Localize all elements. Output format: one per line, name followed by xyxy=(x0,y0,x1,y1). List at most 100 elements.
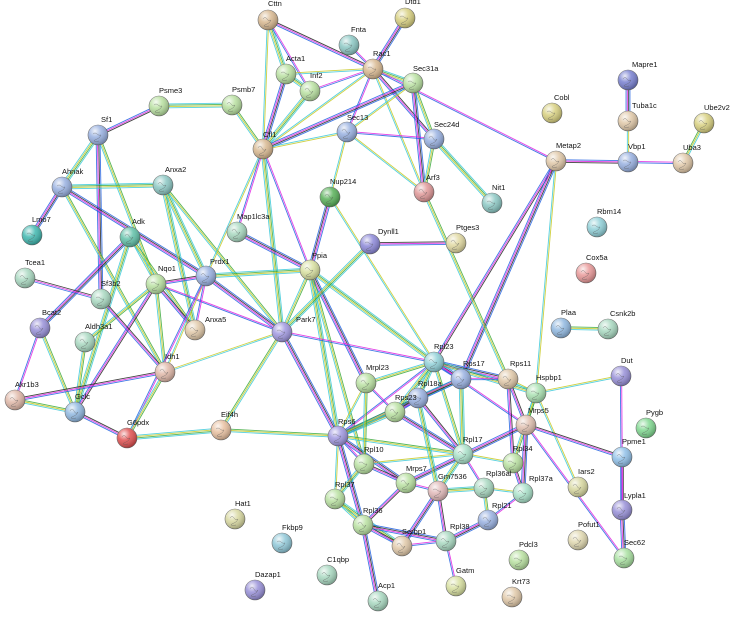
node-dazap1[interactable]: Dazap1 xyxy=(244,570,281,601)
node-c1qbp[interactable]: C1qbp xyxy=(316,555,349,586)
node-iars2-label: Iars2 xyxy=(578,467,595,476)
node-rps11[interactable]: Rps11 xyxy=(497,359,531,390)
node-ube2v2[interactable]: Ube2v2 xyxy=(693,103,730,134)
node-rbm14[interactable]: Rbm14 xyxy=(586,207,621,238)
node-dtd1[interactable]: Dtd1 xyxy=(394,0,421,29)
node-rpl36al[interactable]: Rpl36al xyxy=(473,469,512,499)
node-plaa-label: Plaa xyxy=(561,308,577,317)
node-cfl1[interactable]: Cfl1 xyxy=(252,130,276,160)
node-rpl38[interactable]: Rpl38 xyxy=(435,522,470,552)
node-lypla1[interactable]: Lypla1 xyxy=(611,491,646,521)
node-dynll1[interactable]: Dynll1 xyxy=(359,227,399,255)
node-sec31a[interactable]: Sec31a xyxy=(402,64,439,94)
node-ppia[interactable]: Ppia xyxy=(299,251,328,281)
node-iars2[interactable]: Iars2 xyxy=(567,467,595,498)
node-rpl17[interactable]: Rpl17 xyxy=(452,435,483,465)
node-rps17[interactable]: Rps17 xyxy=(450,359,485,390)
node-mrpl23[interactable]: Mrpl23 xyxy=(355,363,389,394)
node-fkbp9[interactable]: Fkbp9 xyxy=(271,523,303,554)
node-rps23[interactable]: Rps23 xyxy=(384,393,417,423)
node-mrps7[interactable]: Mrps7 xyxy=(395,464,427,494)
node-pofut1[interactable]: Pofut1 xyxy=(567,520,600,551)
node-sf3b2-label: Sf3b2 xyxy=(101,279,121,288)
node-acp1[interactable]: Acp1 xyxy=(367,581,395,612)
edge-prdx1-park7 xyxy=(204,274,284,334)
node-prdx1[interactable]: Prdx1 xyxy=(195,257,230,287)
node-uba3[interactable]: Uba3 xyxy=(672,143,701,174)
node-rpl37a-structure-icon xyxy=(517,490,527,500)
node-serbp1[interactable]: Serbp1 xyxy=(391,527,426,557)
node-park7[interactable]: Park7 xyxy=(271,315,316,343)
node-mapre1[interactable]: Mapre1 xyxy=(617,60,657,91)
node-rpl10[interactable]: Rpl10 xyxy=(353,445,384,475)
node-plaa[interactable]: Plaa xyxy=(550,308,577,339)
node-dut[interactable]: Dut xyxy=(610,356,634,387)
node-tcea1[interactable]: Tcea1 xyxy=(14,258,45,289)
node-akr1b3[interactable]: Akr1b3 xyxy=(4,380,39,411)
node-adk[interactable]: Adk xyxy=(119,217,145,248)
node-tuba1c[interactable]: Tuba1c xyxy=(617,101,657,132)
node-g6pdx[interactable]: G6pdx xyxy=(116,418,149,449)
node-ptges3[interactable]: Ptges3 xyxy=(445,223,479,254)
node-cobl[interactable]: Cobl xyxy=(541,93,570,124)
node-hat1[interactable]: Hat1 xyxy=(224,499,251,530)
node-arf3[interactable]: Arf3 xyxy=(413,173,440,203)
node-pygb[interactable]: Pygb xyxy=(635,408,663,439)
node-inf2[interactable]: Inf2 xyxy=(299,71,323,102)
node-rpl36[interactable]: Rpl36 xyxy=(352,506,383,536)
node-gclc[interactable]: Gclc xyxy=(64,392,90,423)
node-sec62[interactable]: Sec62 xyxy=(613,538,645,569)
node-csnk2b-label: Csnk2b xyxy=(610,309,635,318)
node-cox5a[interactable]: Cox5a xyxy=(575,253,609,284)
node-nup214[interactable]: Nup214 xyxy=(319,177,356,208)
edge-metap2-rpl23 xyxy=(432,160,558,363)
node-ppme1[interactable]: Ppme1 xyxy=(611,437,646,468)
node-tuba1c-label: Tuba1c xyxy=(632,101,657,110)
node-rac1[interactable]: Rac1 xyxy=(362,49,391,80)
node-rpl37[interactable]: Rpl37 xyxy=(324,480,355,510)
node-csnk2b[interactable]: Csnk2b xyxy=(597,309,635,340)
node-krt73[interactable]: Krt73 xyxy=(501,577,530,608)
node-rpl18a-label: Rpl18a xyxy=(418,379,443,388)
node-sec24d[interactable]: Sec24d xyxy=(423,120,459,150)
node-gm7536[interactable]: Gm7536 xyxy=(427,472,467,502)
node-nit1[interactable]: Nit1 xyxy=(481,183,505,214)
node-fnta[interactable]: Fnta xyxy=(338,25,367,56)
node-pdcl3[interactable]: Pdcl3 xyxy=(508,540,538,571)
node-cttn[interactable]: Cttn xyxy=(257,0,282,31)
edge-ppia-rpl10 xyxy=(308,269,366,465)
node-rpl34[interactable]: Rpl34 xyxy=(502,444,533,474)
node-sec31a-structure-icon xyxy=(407,80,417,90)
node-hspbp1[interactable]: Hspbp1 xyxy=(525,373,562,404)
node-metap2-structure-icon xyxy=(550,158,560,168)
node-eif4h[interactable]: Eif4h xyxy=(210,410,238,441)
node-iars2-structure-icon xyxy=(572,483,582,494)
node-lmo7[interactable]: Lmo7 xyxy=(21,215,51,246)
node-psme3[interactable]: Psme3 xyxy=(148,86,182,117)
node-map1lc3a[interactable]: Map1lc3a xyxy=(226,212,270,243)
node-idh1[interactable]: Idh1 xyxy=(154,352,180,383)
node-rpl18a[interactable]: Rpl18a xyxy=(407,379,443,409)
node-rpl23[interactable]: Rpl23 xyxy=(423,342,454,373)
node-rpl21[interactable]: Rpl21 xyxy=(477,501,512,531)
node-sf3b2[interactable]: Sf3b2 xyxy=(90,279,121,310)
node-rps6[interactable]: Rps6 xyxy=(327,417,356,447)
node-metap2[interactable]: Metap2 xyxy=(545,141,581,172)
node-aldh3a1[interactable]: Aldh3a1 xyxy=(74,322,113,353)
node-rbm14-label: Rbm14 xyxy=(597,207,621,216)
node-psmb7[interactable]: Psmb7 xyxy=(221,85,255,116)
node-sf1[interactable]: Sf1 xyxy=(87,115,112,146)
node-anxa2[interactable]: Anxa2 xyxy=(152,165,186,196)
node-sec13[interactable]: Sec13 xyxy=(336,113,368,143)
node-acta1[interactable]: Acta1 xyxy=(275,54,305,85)
node-nqo1[interactable]: Nqo1 xyxy=(145,264,176,295)
node-rpl37a[interactable]: Rpl37a xyxy=(512,474,554,504)
node-ahnak[interactable]: Ahnak xyxy=(51,167,84,198)
node-bcat2[interactable]: Bcat2 xyxy=(29,308,61,339)
edge-cfl1-prdx1 xyxy=(204,148,265,277)
node-inf2-label: Inf2 xyxy=(310,71,323,80)
node-gatm[interactable]: Gatm xyxy=(445,566,474,597)
node-mrps5[interactable]: Mrps5 xyxy=(515,406,549,436)
node-anxa5[interactable]: Anxa5 xyxy=(184,315,226,341)
node-vbp1[interactable]: Vbp1 xyxy=(617,142,646,173)
